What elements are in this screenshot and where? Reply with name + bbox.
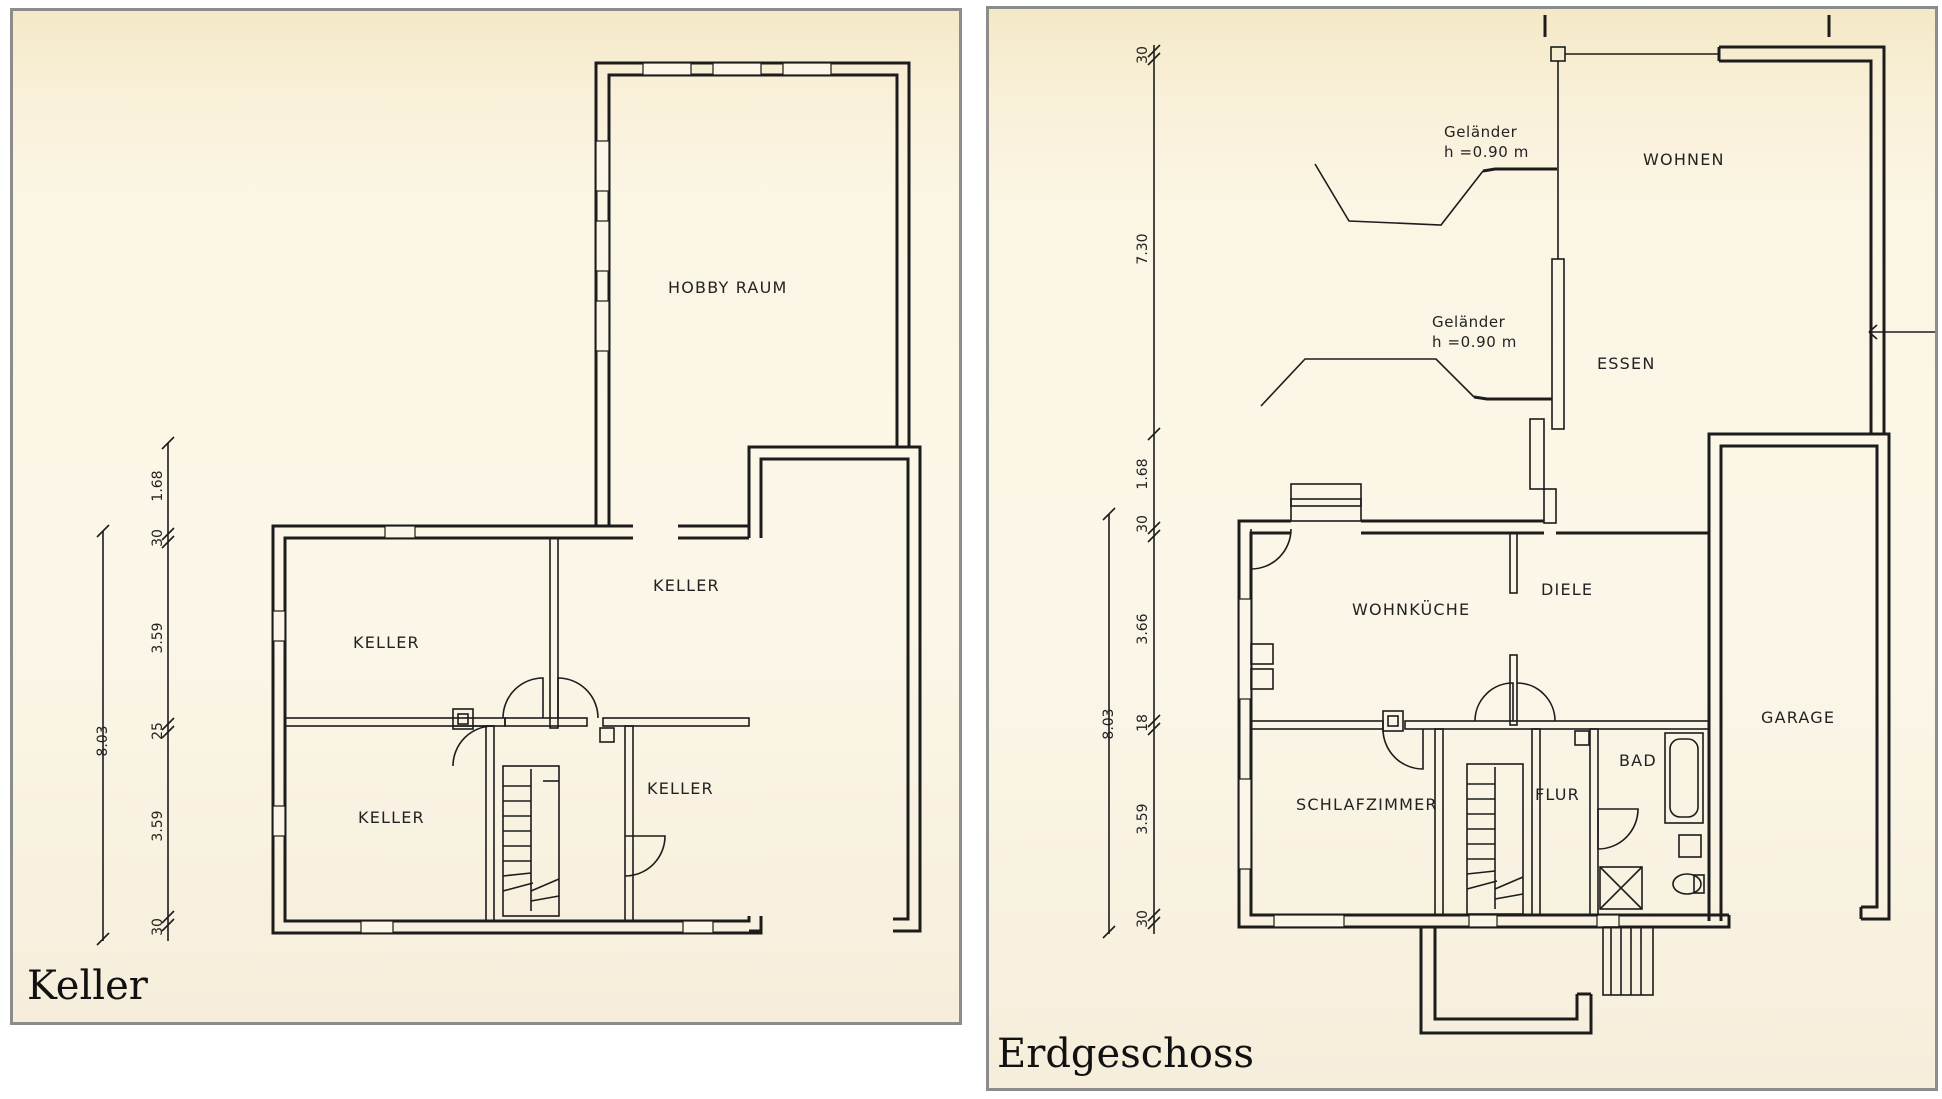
- eg-dim-top-2: 7.30: [1135, 233, 1151, 264]
- room-label-keller-1: KELLER: [353, 633, 420, 652]
- room-label-essen: ESSEN: [1597, 354, 1656, 373]
- room-label-keller-4: KELLER: [647, 779, 714, 798]
- keller-caption: Keller: [27, 963, 148, 1009]
- eg-dim-seg-5: 3.59: [1135, 803, 1151, 834]
- room-label-keller-3: KELLER: [358, 808, 425, 827]
- railing-1-height: h =0.90 m: [1444, 143, 1529, 161]
- erdgeschoss-plan-panel: Geländer h =0.90 m Geländer h =0.90 m: [986, 6, 1938, 1091]
- entrance-terrace: [1419, 926, 1654, 1035]
- keller-plan-panel: HOBBY RAUM KELLER KELLER KELLER KELLER 8…: [10, 8, 962, 1025]
- keller-dim-seg-4: 25: [150, 722, 166, 740]
- garage-walls: [1707, 432, 1891, 921]
- keller-floorplan: HOBBY RAUM KELLER KELLER KELLER KELLER 8…: [95, 61, 922, 946]
- ground-floor-interior-walls: [1250, 532, 1710, 916]
- room-label-keller-2: KELLER: [653, 576, 720, 595]
- ground-floor-outline: [1237, 483, 1731, 929]
- railing-2-label: Geländer: [1432, 313, 1506, 331]
- room-label-wohnkueche: WOHNKÜCHE: [1352, 600, 1470, 619]
- room-label-garage: GARAGE: [1761, 708, 1835, 727]
- erdgeschoss-dimension-chains: [1102, 44, 1161, 939]
- right-block-walls: [747, 445, 922, 933]
- keller-dim-seg-5: 3.59: [150, 810, 166, 841]
- ground-floor-doors: [1250, 528, 1639, 850]
- erdgeschoss-floorplan: Geländer h =0.90 m Geländer h =0.90 m: [1101, 15, 1935, 1035]
- railings: [1260, 163, 1557, 407]
- railing-1-label: Geländer: [1444, 123, 1518, 141]
- ground-floor-stairs: [1466, 763, 1524, 915]
- eg-dim-seg-6: 30: [1135, 910, 1151, 928]
- room-label-wohnen: WOHNEN: [1643, 150, 1725, 169]
- basement-interior-walls: [284, 537, 750, 922]
- erdgeschoss-caption: Erdgeschoss: [997, 1031, 1255, 1077]
- eg-dim-total: 8.03: [1101, 708, 1117, 739]
- eg-dim-seg-2: 30: [1135, 515, 1151, 533]
- keller-dimension-chain: [96, 436, 175, 946]
- room-label-diele: DIELE: [1541, 580, 1593, 599]
- room-label-hobby-raum: HOBBY RAUM: [668, 278, 788, 297]
- eg-dim-seg-4: 18: [1135, 714, 1151, 732]
- hobby-raum-walls: [594, 61, 911, 526]
- keller-dim-seg-1: 1.68: [150, 470, 166, 501]
- bathroom-fixtures: [1599, 732, 1705, 910]
- room-label-flur: FLUR: [1535, 785, 1580, 804]
- wohnen-walls: [1529, 15, 1935, 524]
- basement-stairs: [502, 765, 560, 917]
- eg-dim-seg-3: 3.66: [1135, 613, 1151, 644]
- room-label-bad: BAD: [1619, 751, 1657, 770]
- basement-doors: [452, 677, 666, 877]
- basement-outline: [271, 524, 763, 935]
- keller-dim-seg-6: 30: [150, 918, 166, 936]
- keller-dim-seg-3: 3.59: [150, 622, 166, 653]
- eg-dim-seg-1: 1.68: [1135, 458, 1151, 489]
- room-label-schlafzimmer: SCHLAFZIMMER: [1296, 795, 1438, 814]
- keller-dim-total: 8.03: [95, 725, 111, 756]
- railing-2-height: h =0.90 m: [1432, 333, 1517, 351]
- keller-dim-seg-2: 30: [150, 529, 166, 547]
- eg-dim-top-1: 30: [1135, 46, 1151, 64]
